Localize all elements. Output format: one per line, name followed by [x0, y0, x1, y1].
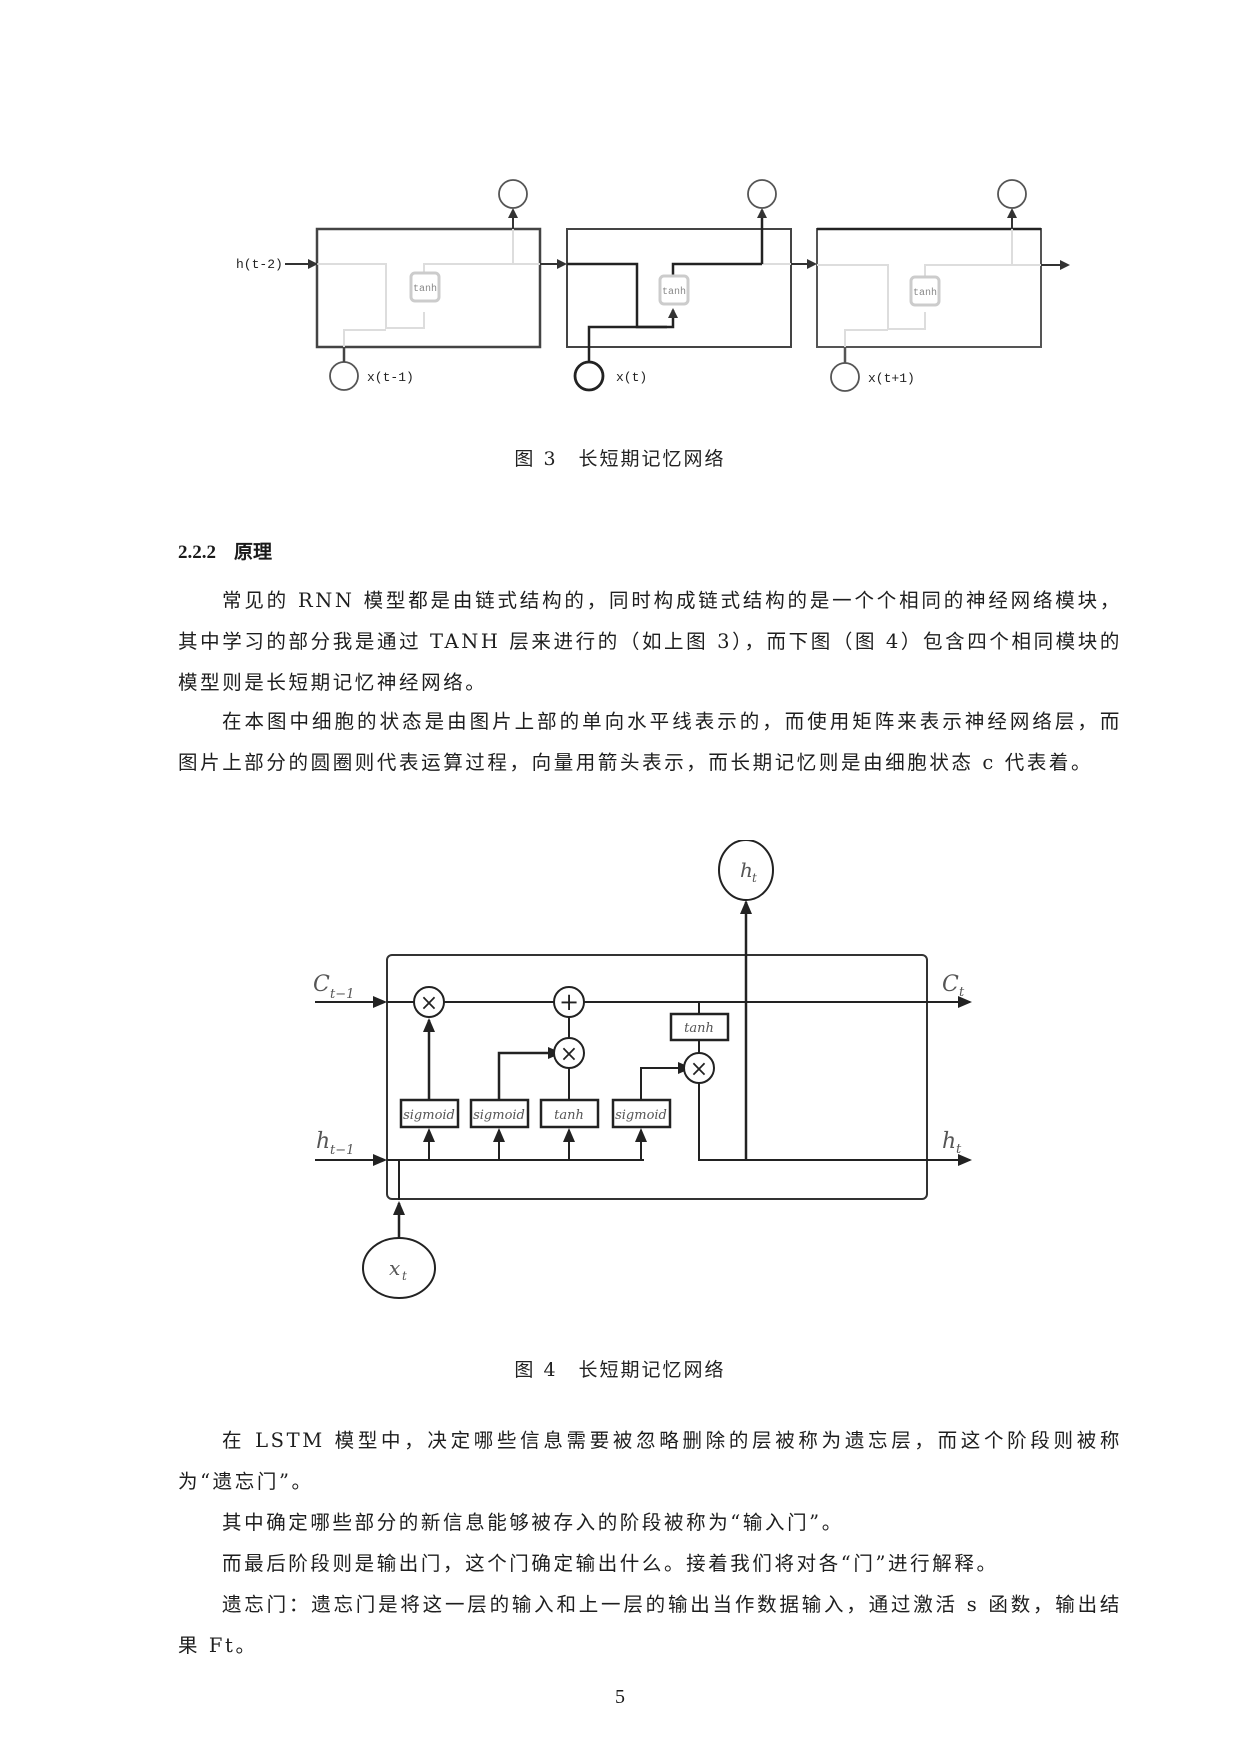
x-label-2: x(t) [616, 370, 647, 385]
gate-forget-label: sigmoid [403, 1108, 455, 1123]
gate-input-label: sigmoid [473, 1108, 525, 1123]
svg-text:t: t [956, 1142, 962, 1157]
section-heading: 2.2.2 原理 [178, 537, 272, 564]
c-prev-label: C [313, 972, 330, 997]
ht-output-node [718, 840, 774, 901]
input-node-1 [329, 361, 359, 391]
paragraph-forget-layer: 在 LSTM 模型中，决定哪些信息需要被忽略删除的层被称为遗忘层，而这个阶段则被… [178, 1429, 1122, 1493]
rnn-cell-1: tanh [315, 179, 542, 391]
page-number: 5 [615, 1686, 625, 1708]
paragraph-forget-gate-detail: 遗忘门：遗忘门是将这一层的输入和上一层的输出当作数据输入，通过激活 s 函数，输… [178, 1593, 1122, 1657]
h-prev-label: h [316, 1129, 330, 1154]
x-label-1: x(t-1) [367, 370, 414, 385]
svg-text:t: t [959, 985, 965, 1000]
svg-text:tanh: tanh [413, 283, 437, 295]
svg-text:×: × [560, 1042, 578, 1067]
output-node-2 [747, 179, 777, 209]
paragraph-output-gate: 而最后阶段则是输出门，这个门确定输出什么。接着我们将对各“门”进行解释。 [222, 1552, 999, 1575]
gate-candidate-label: tanh [554, 1108, 584, 1123]
figure-3-rnn-chain-diagram: tanh h(t-2) x(t-1) tanh x(t) tanh [236, 179, 1070, 392]
figure-4-caption: 图 4 长短期记忆网络 [514, 1359, 726, 1381]
gate-output-label: sigmoid [615, 1108, 667, 1123]
rnn-cell-3: tanh [816, 179, 1042, 392]
svg-text:×: × [690, 1057, 708, 1082]
svg-text:t: t [402, 1269, 407, 1283]
paragraph-cell-state: 在本图中细胞的状态是由图片上部的单向水平线表示的，而使用矩阵来表示神经网络层，而… [178, 710, 1122, 774]
cell-add-node [553, 986, 585, 1018]
output-node-1 [498, 179, 528, 209]
paragraph-rnn-intro: 常见的 RNN 模型都是由链式结构的，同时构成链式结构的是一个个相同的神经网络模… [178, 589, 1122, 694]
svg-text:t−1: t−1 [330, 1143, 354, 1158]
cell-tanh-label: tanh [684, 1021, 714, 1036]
lstm-cell-box [386, 954, 928, 1200]
input-node-2 [573, 360, 605, 392]
svg-text:h: h [740, 858, 753, 882]
svg-text:t−1: t−1 [330, 987, 354, 1002]
figure-4-lstm-cell-diagram: sigmoid × sigmoid tanh × + sigmoid tanh … [313, 840, 972, 1299]
section-number: 2.2.2 [178, 542, 216, 563]
svg-text:×: × [420, 991, 438, 1016]
paragraph-input-gate: 其中确定哪些部分的新信息能够被存入的阶段被称为“输入门”。 [222, 1511, 844, 1534]
svg-text:x: x [389, 1256, 400, 1280]
output-node-3 [997, 179, 1027, 209]
svg-text:tanh: tanh [662, 286, 686, 298]
section-title: 原理 [234, 542, 273, 563]
figure-3-caption: 图 3 长短期记忆网络 [514, 448, 726, 470]
h-prev-label: h(t-2) [236, 257, 283, 272]
x-label-3: x(t+1) [868, 371, 915, 386]
c-out-label: C [942, 972, 959, 997]
input-node-3 [830, 362, 860, 392]
rnn-cell-2: tanh [566, 179, 792, 392]
svg-text:t: t [752, 871, 757, 885]
forget-multiply-node [413, 986, 445, 1018]
svg-text:tanh: tanh [913, 287, 937, 299]
svg-text:+: + [559, 988, 579, 1016]
h-out-label: h [942, 1129, 956, 1154]
